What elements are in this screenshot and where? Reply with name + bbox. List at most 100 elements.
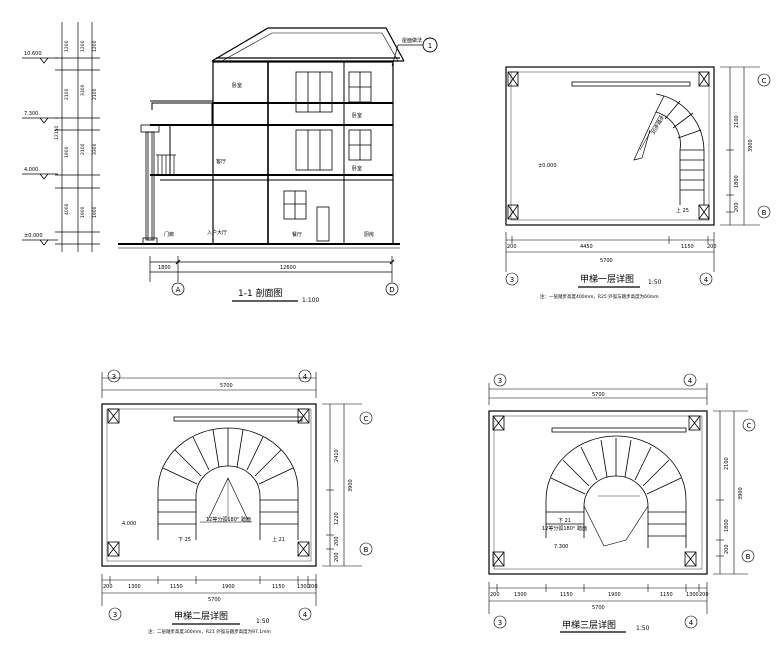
dimension-text: 2100 — [64, 88, 70, 100]
level-label: 10.600 — [24, 51, 42, 57]
section-axis-text: A D 1 — [176, 42, 433, 294]
axis-label: 4 — [689, 619, 694, 627]
plan1-title: 甲梯一层详图 — [580, 273, 634, 285]
down-label: 下 21 — [558, 518, 571, 524]
level-label: 4.000 — [24, 167, 38, 173]
dimension-text: 3300 — [80, 84, 86, 96]
plan3-axes: 3 4 3 4 C B — [498, 377, 752, 627]
axis-label: 4 — [704, 276, 709, 284]
dimension-text: 2100 — [724, 457, 730, 470]
dimension-text: 1900 — [80, 206, 86, 218]
balcony-railing — [156, 154, 176, 175]
ground-line — [118, 243, 400, 249]
room-label: 客厅 — [216, 158, 226, 165]
dimension-text: 4000 — [64, 203, 70, 215]
dimension-text: 4450 — [580, 244, 593, 250]
axis-label: 3 — [112, 373, 116, 381]
room-label: 门廊 — [164, 231, 174, 238]
dimension-text: 200 — [334, 536, 340, 546]
axis-label: 3 — [113, 611, 117, 619]
plan-note: 注：二层踏步高度300mm，R21 外弧与踏步高度为97.1mm — [148, 628, 271, 635]
section-title: 1-1 剖面图 — [238, 287, 283, 299]
corner-columns — [507, 71, 710, 220]
dimension-text: 1150 — [560, 592, 573, 598]
stair-plan-2 — [101, 369, 373, 625]
dimension-text: 5700 — [208, 597, 221, 603]
plan2-axes: 3 4 3 4 C B — [112, 373, 369, 619]
landing-label: 12等分弧180° 踏面 — [206, 516, 251, 523]
dimension-text: 2410 — [334, 449, 340, 462]
dimension-text: 1800 — [724, 519, 730, 532]
plan3-title: 甲梯三层详图 — [562, 619, 616, 631]
dimension-text: 5700 — [592, 392, 605, 398]
dimension-text: 1300 — [686, 592, 699, 598]
dimension-text: 200 — [103, 584, 113, 590]
plan1-scale: 1:50 — [648, 279, 662, 286]
windows — [283, 71, 372, 242]
room-label: 卧室 — [232, 82, 242, 89]
section-drawing — [22, 22, 438, 302]
room-label: 厨房 — [364, 231, 374, 238]
up-label: 上 25 — [676, 207, 689, 214]
dimension-text: 1150 — [660, 592, 673, 598]
room-label: 卧室 — [352, 112, 362, 119]
dimension-text: 1900 — [92, 206, 98, 218]
dimension-text: 1200 — [80, 40, 86, 52]
stair-plan-1 — [505, 66, 771, 288]
axis-label: A — [176, 286, 181, 294]
level-label: 7.300 — [24, 111, 38, 117]
dimension-text: 200 — [707, 244, 717, 250]
axis-label: 4 — [688, 377, 693, 385]
axis-label: C — [364, 415, 369, 423]
dimension-text: 1200 — [92, 40, 98, 52]
axis-label: 3 — [498, 377, 502, 385]
dimension-text: 12600 — [280, 265, 296, 271]
dimension-text: 1900 — [222, 584, 235, 590]
plan1-text: ±0.000 上 25 30步踏步 200 4450 1150 200 5700… — [507, 114, 754, 300]
axis-label: D — [389, 286, 394, 294]
dimension-text: 1300 — [297, 584, 310, 590]
up-label: 上 21 — [272, 536, 285, 543]
callout-number: 1 — [428, 42, 432, 50]
section-labels: 10.600 7.300 4.000 ±0.000 卧室 卧室 客厅 卧室 入户… — [24, 37, 422, 271]
dimension-text: 1900 — [64, 146, 70, 158]
dimension-text: 1800 — [734, 175, 740, 188]
axis-label: 4 — [303, 611, 308, 619]
down-label: 下 25 — [178, 537, 191, 543]
plan1-axes: 3 4 C B — [510, 77, 767, 284]
plan2-scale: 1:50 — [256, 618, 270, 625]
dimension-text: 3300 — [92, 143, 98, 155]
level-marks — [22, 57, 58, 246]
building-frame — [150, 61, 394, 245]
dimension-text: 200 — [334, 552, 340, 562]
dimension-text: 200 — [699, 592, 709, 598]
dimension-text: 5700 — [220, 383, 233, 389]
plan3-dims — [488, 373, 756, 633]
axis-label: B — [746, 553, 751, 561]
dimension-text: 200 — [308, 584, 318, 590]
roof — [211, 27, 405, 62]
plan3-text: 7.300 下 21 12等分弧180° 踏面 5700 200 1300 11… — [490, 392, 744, 611]
dimension-text: 2100 — [734, 115, 740, 128]
axis-label: 4 — [303, 373, 308, 381]
dimension-text: 1220 — [334, 512, 340, 525]
dimension-text: 3900 — [748, 139, 754, 152]
plan2-text: 4.000 下 25 上 21 12等分弧180° 踏面 5700 200 13… — [103, 383, 354, 635]
dimension-text: 1300 — [514, 592, 527, 598]
dimension-text: 5700 — [600, 258, 613, 264]
stair-run — [545, 435, 687, 548]
plan3-scale: 1:50 — [636, 625, 650, 632]
dimension-text: 1150 — [681, 244, 694, 250]
dimension-text: 1150 — [272, 584, 285, 590]
dimension-text: 1150 — [170, 584, 183, 590]
dimension-text: 200 — [724, 544, 730, 554]
stair-run — [633, 93, 705, 205]
dimension-text: 3900 — [738, 487, 744, 500]
arrow-label: 30步踏步 — [650, 114, 667, 136]
dimension-text: 3900 — [348, 479, 354, 492]
dimension-text: 5700 — [592, 605, 605, 611]
room-label: 卧室 — [352, 165, 362, 172]
section-scale: 1:100 — [302, 297, 319, 304]
dimension-text: 1900 — [608, 592, 621, 598]
axis-label: B — [762, 209, 767, 217]
